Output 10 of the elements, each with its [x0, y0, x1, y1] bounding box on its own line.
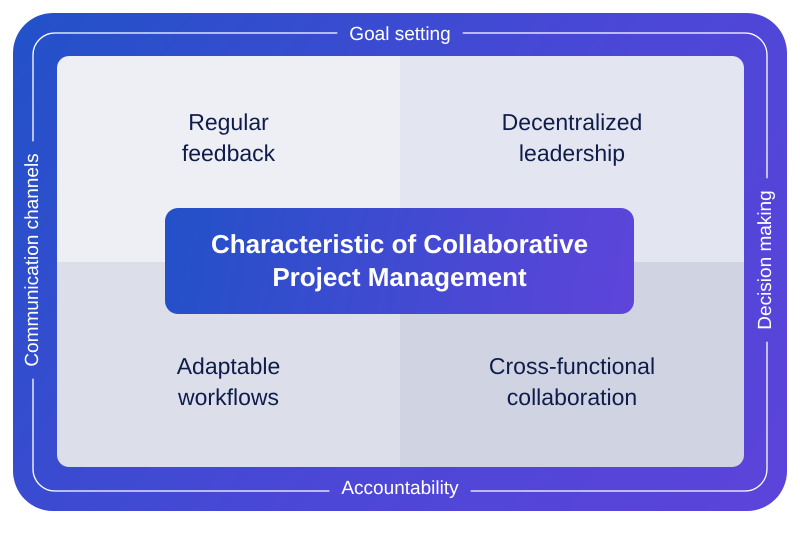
- center-title: Characteristic of Collaborative Project Management: [210, 228, 590, 294]
- quadrant-label: Cross-functional collaboration: [488, 352, 656, 412]
- frame-label: Decision making: [755, 190, 777, 330]
- quadrant-label: Regular feedback: [180, 108, 276, 168]
- frame-label: Accountability: [341, 478, 459, 500]
- frame-label: Communication channels: [22, 153, 44, 367]
- center-panel: [165, 208, 634, 314]
- frame-label: Goal setting: [349, 24, 451, 46]
- quadrant-label: Decentralized leadership: [500, 108, 644, 168]
- quadrant-label: Adaptable workflows: [176, 352, 282, 412]
